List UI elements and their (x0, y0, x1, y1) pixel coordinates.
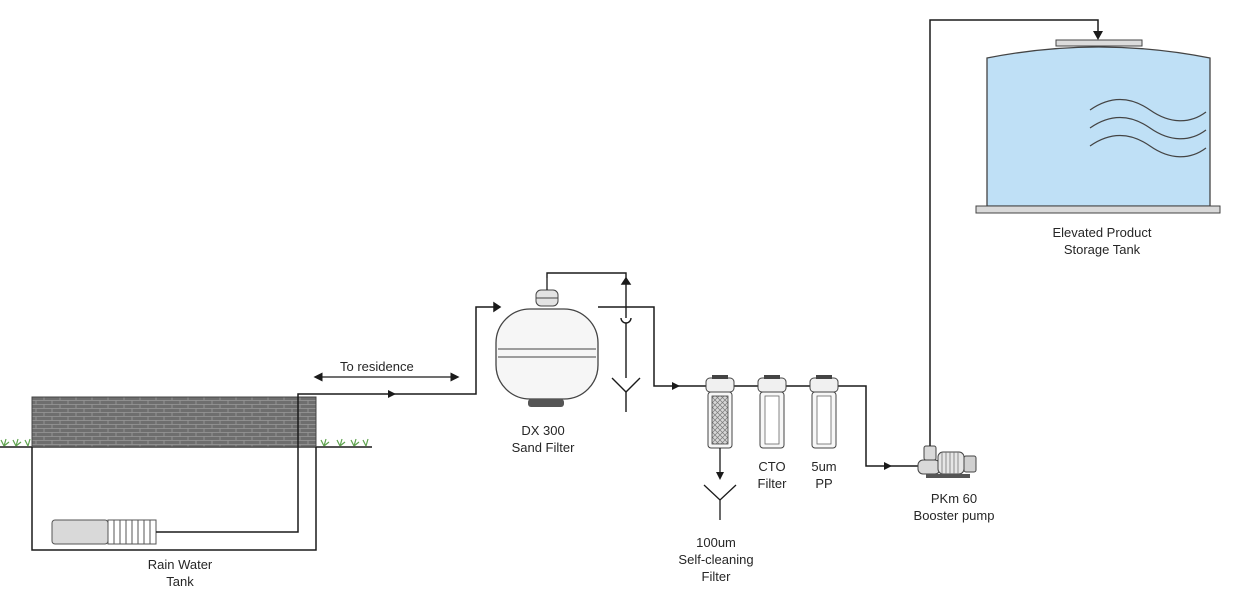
label-self-cleaning-filter: 100um Self-cleaning Filter (668, 534, 764, 585)
label-cto-filter: CTO Filter (752, 458, 792, 492)
label-line: 5um (811, 459, 837, 474)
label-line: DX 300 (521, 423, 565, 438)
grass-right (320, 438, 369, 447)
label-line: Rain Water (147, 557, 213, 572)
label-pp-filter: 5um PP (804, 458, 844, 492)
pipe-pump-to-storage-tank (929, 19, 1103, 446)
backwash-line (546, 272, 641, 412)
cto-filter-housing (757, 375, 787, 449)
label-line: Elevated Product (1052, 225, 1152, 240)
booster-pump (917, 445, 977, 478)
label-line: CTO (758, 459, 786, 474)
label-line: Tank (166, 574, 194, 589)
label-line: Self-cleaning (678, 552, 754, 567)
rain-water-tank (31, 396, 317, 551)
self-cleaning-filter (703, 375, 737, 520)
submersible-pump (51, 519, 157, 545)
label-line: Storage Tank (1063, 242, 1141, 257)
label-booster-pump: PKm 60 Booster pump (900, 490, 1008, 524)
label-to-residence: To residence (340, 359, 414, 374)
label-line: PKm 60 (930, 491, 978, 506)
label-line: Filter (701, 569, 731, 584)
label-line: Booster pump (913, 508, 995, 523)
label-storage-tank: Elevated Product Storage Tank (1040, 224, 1164, 258)
label-rain-water-tank: Rain Water Tank (140, 556, 220, 590)
label-line: PP (815, 476, 833, 491)
pp-filter-housing (809, 375, 839, 449)
grass-left (0, 438, 31, 447)
label-line: Sand Filter (511, 440, 575, 455)
elevated-storage-tank (975, 39, 1221, 214)
water-wave-lines (1089, 99, 1207, 158)
label-line: Filter (757, 476, 787, 491)
label-line: 100um (696, 535, 736, 550)
label-sand-filter: DX 300 Sand Filter (500, 422, 586, 456)
sand-filter (495, 278, 599, 407)
brick-cover (31, 396, 317, 448)
pipe-pump-to-sandfilter (156, 301, 502, 533)
